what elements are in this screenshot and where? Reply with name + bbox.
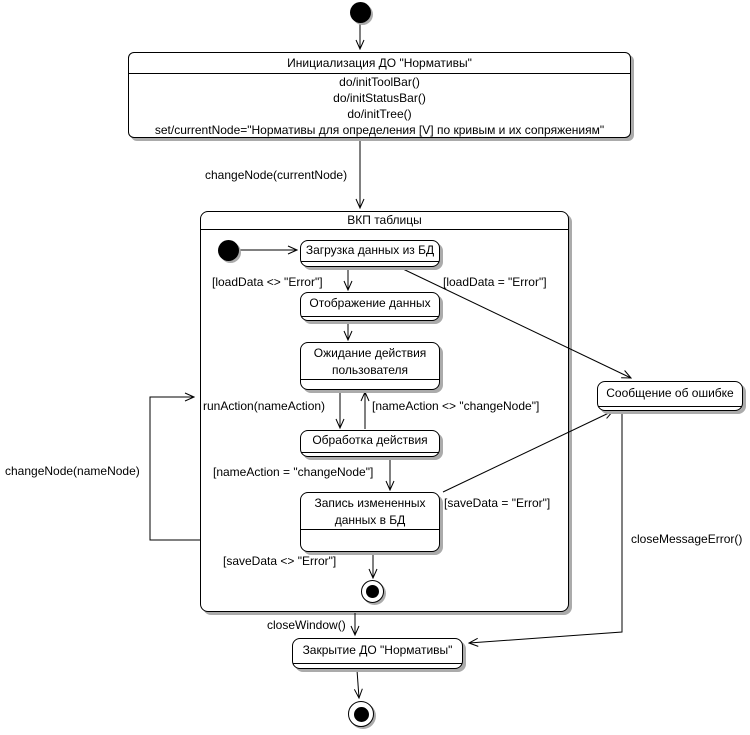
transition-error-to-close: [469, 412, 623, 643]
state-vkp-table-title: ВКП таблицы: [347, 213, 422, 227]
initial-state-node[interactable]: [350, 2, 371, 23]
state-wait-user-action[interactable]: Ожидание действия пользователя: [300, 342, 440, 390]
label-change-node-current: changeNode(currentNode): [205, 168, 348, 182]
state-init-title: Инициализация ДО "Нормативы": [287, 56, 472, 70]
state-error-message-title: Сообщение об ошибке: [606, 386, 734, 400]
final-state-core: [353, 706, 369, 722]
state-process-action[interactable]: Обработка действия: [300, 430, 440, 457]
compartment-separator: [201, 229, 568, 230]
compartment-separator: [301, 261, 439, 262]
compartment-separator: [301, 452, 439, 453]
inner-final-state-core: [366, 585, 379, 598]
transition-save-to-error: [442, 411, 613, 493]
state-init-normativy[interactable]: Инициализация ДО "Нормативы" do/initTool…: [128, 52, 631, 138]
state-close-normativy-title: Закрытие ДО "Нормативы": [302, 643, 453, 657]
state-save-data[interactable]: Запись измененных данных в БД: [300, 492, 440, 552]
label-change-node-name: changeNode(nameNode): [5, 464, 140, 478]
state-load-data-title: Загрузка данных из БД: [305, 243, 435, 257]
action-line: do/initStatusBar(): [333, 91, 426, 105]
compartment-separator: [301, 379, 439, 380]
state-load-data[interactable]: Загрузка данных из БД: [300, 240, 440, 267]
transition-load-to-error: [402, 268, 631, 378]
transition-vkp-self-loop: [149, 397, 200, 541]
compartment-separator: [598, 406, 742, 407]
label-name-action-is-changenode: [nameAction = "changeNode"]: [213, 465, 374, 479]
inner-final-state-node[interactable]: [361, 580, 384, 603]
final-state-node[interactable]: [348, 701, 374, 727]
state-save-title-line2: данных в БД: [334, 513, 406, 527]
compartment-separator: [301, 316, 439, 317]
label-save-ok: [saveData <> "Error"]: [223, 554, 337, 568]
compartment-separator: [129, 73, 630, 74]
label-close-window: closeWindow(): [267, 618, 346, 632]
action-line: do/initTree(): [347, 107, 412, 121]
transition-close-to-final: [357, 669, 359, 698]
action-line: set/currentNode="Нормативы для определен…: [154, 123, 605, 137]
state-wait-title-line1: Ожидание действия: [313, 346, 427, 360]
label-run-action: runAction(nameAction): [203, 399, 326, 413]
label-close-message-error: closeMessageError(): [631, 532, 743, 546]
inner-initial-state-node[interactable]: [218, 240, 239, 261]
compartment-separator: [301, 529, 439, 530]
action-line: do/initToolBar(): [339, 75, 420, 89]
state-process-action-title: Обработка действия: [312, 433, 428, 447]
label-name-action-not-changenode: [nameAction <> "changeNode"]: [372, 399, 540, 413]
compartment-separator: [293, 663, 462, 664]
state-init-actions: do/initToolBar() do/initStatusBar() do/i…: [129, 74, 630, 138]
state-close-normativy[interactable]: Закрытие ДО "Нормативы": [292, 638, 463, 669]
label-load-error: [loadData = "Error"]: [443, 275, 547, 289]
label-save-error: [saveData = "Error"]: [444, 496, 551, 510]
state-display-data-title: Отображение данных: [309, 296, 431, 310]
state-error-message[interactable]: Сообщение об ошибке: [597, 381, 743, 411]
state-save-title-line1: Запись измененных: [314, 496, 426, 510]
state-wait-title-line2: пользователя: [332, 363, 408, 377]
label-load-ok: [loadData <> "Error"]: [212, 275, 323, 289]
state-display-data[interactable]: Отображение данных: [300, 292, 440, 321]
